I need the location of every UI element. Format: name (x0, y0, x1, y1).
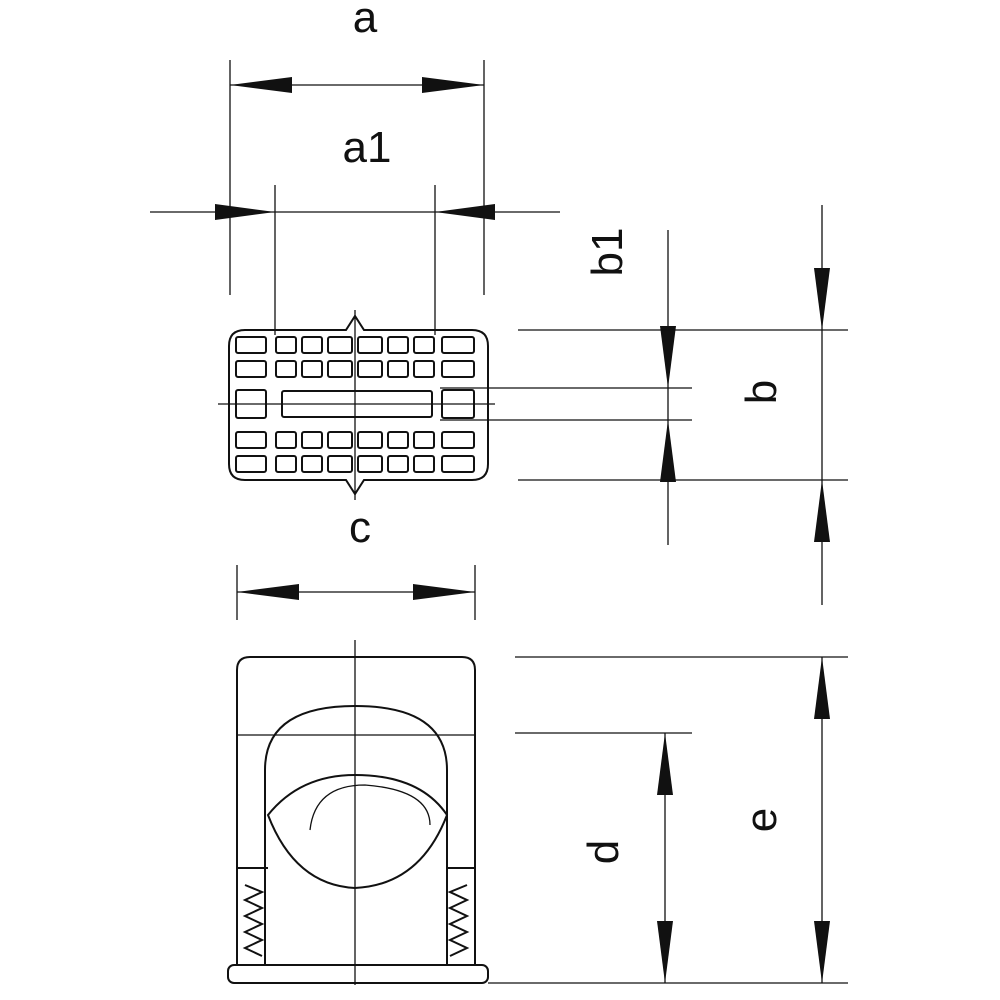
grid-cell (413, 336, 435, 354)
grid-cell (235, 336, 267, 354)
grid-cell (327, 336, 353, 354)
dimension-b1: b1 (440, 228, 692, 545)
grid-cell (235, 360, 267, 378)
grid-cell (301, 431, 323, 449)
grid-cell (357, 336, 383, 354)
dimension-d: d (515, 732, 692, 983)
label-e: e (737, 808, 786, 832)
grid-cell (275, 455, 297, 473)
grid-cell (275, 336, 297, 354)
dimension-b: b (518, 205, 848, 605)
grid-cell (327, 431, 353, 449)
grid-cell (387, 336, 409, 354)
grid-cell (327, 455, 353, 473)
grid-cell (387, 431, 409, 449)
grid-cell (413, 431, 435, 449)
grid-cell (441, 336, 475, 354)
label-b: b (737, 380, 786, 404)
grid-cell (357, 455, 383, 473)
dimension-a1: a1 (150, 123, 560, 335)
dimension-a: a (229, 0, 485, 295)
front-view (227, 640, 489, 985)
grid-cell (357, 431, 383, 449)
grid-cell (441, 431, 475, 449)
grid-cell (235, 455, 267, 473)
label-d: d (579, 840, 628, 864)
grid-cell (413, 360, 435, 378)
grid-cell (441, 455, 475, 473)
top-view (218, 310, 495, 500)
label-a1: a1 (343, 123, 392, 172)
grid-cell (275, 360, 297, 378)
grid-cell (327, 360, 353, 378)
grid-cell (275, 431, 297, 449)
grid-cell (387, 360, 409, 378)
label-a: a (353, 0, 378, 42)
dimension-e: e (488, 656, 848, 984)
dimension-c: c (236, 503, 476, 620)
grid-cell (301, 455, 323, 473)
grid-cell (357, 360, 383, 378)
grid-cell (235, 431, 267, 449)
grid-cell (413, 455, 435, 473)
grid-cell (387, 455, 409, 473)
label-b1: b1 (583, 228, 632, 277)
label-c: c (349, 503, 371, 552)
grid-cell (441, 360, 475, 378)
grid-cell (301, 360, 323, 378)
grid-cell (301, 336, 323, 354)
